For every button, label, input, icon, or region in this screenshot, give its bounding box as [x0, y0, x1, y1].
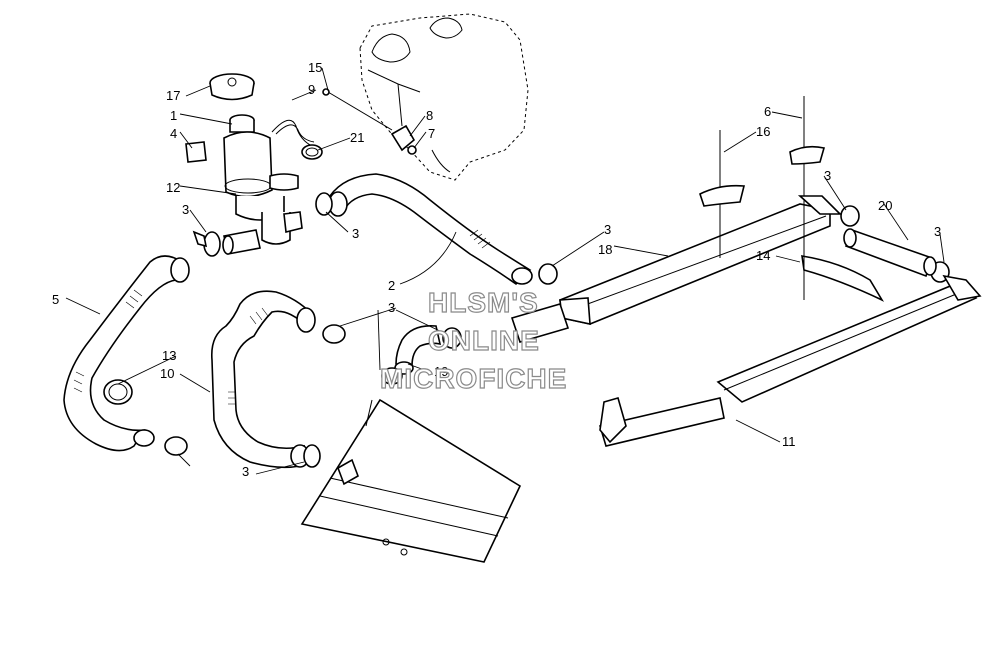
callout-13: 13	[162, 348, 176, 363]
callout-2: 2	[388, 278, 395, 293]
watermark: HLSM'S ONLINE MICROFICHE	[379, 286, 567, 394]
clamp-3d	[303, 444, 321, 468]
callout-6: 6	[764, 104, 771, 119]
clamp-13	[103, 379, 133, 405]
mounting-bracket	[390, 124, 416, 152]
clamp-3h	[840, 205, 860, 227]
hose-left	[63, 255, 190, 452]
callout-3-g: 3	[388, 300, 395, 315]
callout-3-f: 3	[242, 464, 249, 479]
hose-short	[394, 324, 442, 375]
fuel-tank	[359, 13, 529, 181]
callout-3-b: 3	[352, 226, 359, 241]
coolant-reservoir	[209, 73, 303, 245]
heat-exchanger-plate	[300, 398, 522, 563]
leader-lines	[65, 67, 945, 475]
callout-3-d: 3	[824, 168, 831, 183]
hose-upper	[328, 173, 533, 286]
hose-middle	[210, 290, 316, 469]
callout-21: 21	[350, 130, 364, 145]
clamp-3a	[315, 192, 333, 216]
watermark-line-3: MICROFICHE	[380, 363, 567, 394]
callout-8: 8	[426, 108, 433, 123]
clamp-3c	[164, 436, 188, 456]
hose-clamp-21	[301, 144, 323, 160]
callout-3-a: 3	[182, 202, 189, 217]
watermark-line-1: HLSM'S	[428, 287, 539, 318]
callout-18: 18	[598, 242, 612, 257]
clamp-3g	[538, 263, 558, 285]
callout-4: 4	[170, 126, 177, 141]
callout-1: 1	[170, 108, 177, 123]
callout-9: 9	[308, 82, 315, 97]
clamp-3b	[322, 324, 346, 344]
callout-16: 16	[756, 124, 770, 139]
callout-3-e: 3	[934, 224, 941, 239]
clamp-3f	[442, 327, 462, 349]
clamp-left-upper	[192, 230, 221, 257]
overflow-hose	[271, 119, 315, 147]
callout-15: 15	[308, 60, 322, 75]
callout-7: 7	[428, 126, 435, 141]
pad-6	[789, 145, 826, 165]
callout-17: 17	[166, 88, 180, 103]
callout-labels: 17 1 4 12 3 15 9 21 8 7 3 2 3 18 6 16 3 …	[52, 60, 941, 479]
pad-16	[699, 184, 746, 207]
callout-20: 20	[878, 198, 892, 213]
callout-19: 19	[434, 364, 448, 379]
rear-heat-exchanger	[510, 144, 982, 447]
decal	[185, 141, 207, 163]
callout-12: 12	[166, 180, 180, 195]
tube-20	[844, 228, 934, 278]
callout-10: 10	[160, 366, 174, 381]
watermark-line-2: ONLINE	[428, 325, 540, 356]
clamp-3e	[381, 367, 403, 385]
callout-5: 5	[52, 292, 59, 307]
callout-11: 11	[782, 434, 796, 449]
callout-3-c: 3	[604, 222, 611, 237]
callout-14: 14	[756, 248, 770, 263]
